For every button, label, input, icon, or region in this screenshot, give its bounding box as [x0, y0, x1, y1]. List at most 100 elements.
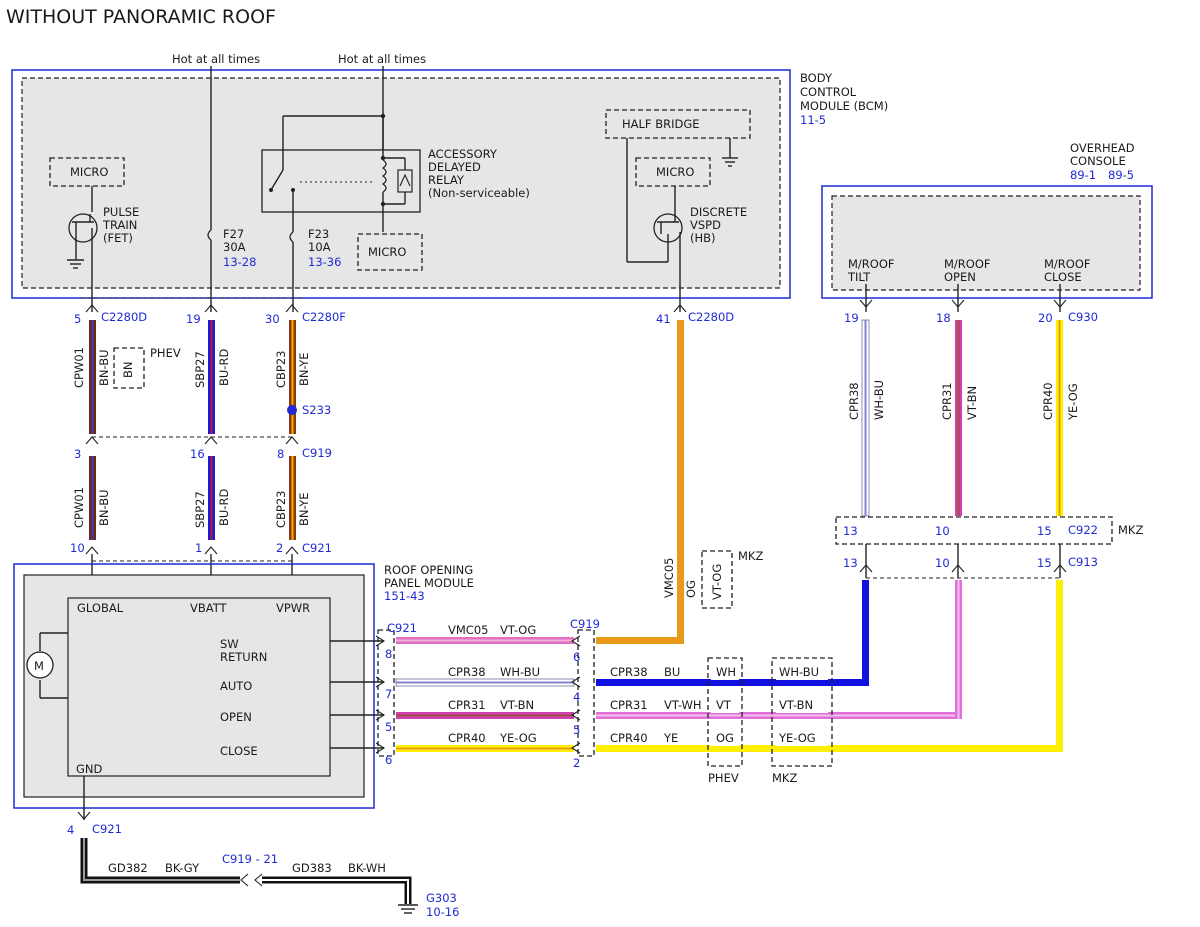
relay-label-1: ACCESSORY [428, 147, 498, 161]
motor-icon [26, 632, 68, 699]
harness-right-pin-4: 4 [573, 690, 580, 704]
relay-label-4: (Non-serviceable) [428, 186, 530, 200]
c913-conn[interactable]: C913 [1068, 555, 1098, 569]
fuse-f27-name: F27 [223, 227, 244, 241]
wire-cpr40-harness [396, 745, 574, 752]
c913-pin-10: 10 [935, 556, 950, 570]
gd382-circuit: GD382 [108, 861, 148, 875]
fuse-f23-name: F23 [308, 227, 329, 241]
harness-row2-circuit: CPR38 [448, 665, 486, 679]
wire-gd382 [80, 838, 240, 884]
harness-right-pin-2: 2 [573, 756, 580, 770]
right-wire1-color: WH-BU [872, 380, 886, 420]
wire-sbp27-seg1 [208, 320, 215, 434]
ground-inline-conn[interactable]: C919 - 21 [222, 852, 278, 866]
c921-pin-1: 1 [195, 541, 202, 555]
wire-cbp23-color: BN-YE [297, 352, 311, 386]
fuse-f27-ref[interactable]: 13-28 [223, 255, 256, 269]
wire-cpr38-harness [395, 678, 575, 687]
overhead-ref1[interactable]: 89-1 [1070, 168, 1096, 182]
overhead-name-1: OVERHEAD [1070, 141, 1135, 155]
wire-cbp23-seg2 [289, 456, 296, 540]
wire-cbp23-seg1 [289, 320, 296, 434]
harness-right-pin-5: 5 [573, 723, 580, 737]
c919-harness-connector [577, 629, 595, 757]
micro-left-label: MICRO [70, 165, 108, 179]
harness-row3-circuit: CPR31 [448, 698, 486, 712]
right-row2-circuit: CPR31 [610, 698, 648, 712]
ropm-out-close: CLOSE [220, 744, 258, 758]
wire-cbp23-color-2: BN-YE [297, 492, 311, 526]
c921-pin-2: 2 [276, 541, 283, 555]
ground-g303[interactable]: G303 [426, 891, 457, 905]
wire-cpw01-color: BN-BU [97, 349, 111, 386]
ground-pin: 4 [67, 823, 74, 837]
harness-right-conn[interactable]: C919 [570, 617, 600, 631]
wire-vmc05-orange [596, 320, 684, 644]
wire-sbp27-color: BU-RD [217, 349, 231, 386]
overhead-conn-pin-18: 18 [936, 311, 951, 325]
phev-bn-box [113, 347, 145, 389]
wire-sbp27-circuit: SBP27 [193, 351, 207, 388]
wire-gd383 [262, 876, 412, 904]
wire-cpw01-circuit-2: CPW01 [72, 487, 86, 528]
phev-row2: VT [716, 698, 732, 712]
ropm-out-sw: SW [220, 637, 239, 651]
bcm-conn-c2280f[interactable]: C2280F [302, 310, 346, 324]
phev-row1: WH [716, 665, 736, 679]
bcm-pin-30: 30 [265, 312, 280, 326]
overhead-ref2[interactable]: 89-5 [1108, 168, 1134, 182]
right-row3-color: YE [663, 731, 678, 745]
ropm-out-auto: AUTO [220, 679, 252, 693]
wire-cpr40-right [596, 580, 1063, 752]
fuse-f23-ref[interactable]: 13-36 [308, 255, 341, 269]
vmc05-mkz-label: MKZ [738, 549, 763, 563]
harness-left-conn[interactable]: C921 [387, 621, 417, 635]
bcm-name-3: MODULE (BCM) [800, 99, 888, 113]
overhead-pin-open-1: M/ROOF [944, 257, 991, 271]
vmc05-color: OG [684, 580, 698, 598]
right-wire3-color: YE-OG [1066, 383, 1080, 421]
wire-cbp23-circuit-2: CBP23 [274, 491, 288, 529]
c921-conn-label[interactable]: C921 [302, 541, 332, 555]
discrete-1: DISCRETE [690, 205, 747, 219]
splice-s233-label[interactable]: S233 [302, 403, 331, 417]
bcm-conn-c2280d[interactable]: C2280D [101, 310, 147, 324]
overhead-pin-open-2: OPEN [944, 270, 976, 284]
phev-label: PHEV [708, 771, 739, 785]
bcm-ref[interactable]: 11-5 [800, 113, 826, 127]
ground-ref[interactable]: 10-16 [426, 905, 459, 919]
ground-conn[interactable]: C921 [92, 822, 122, 836]
mkz-label: MKZ [772, 771, 797, 785]
c919-conn-label[interactable]: C919 [302, 446, 332, 460]
c913-pin-15: 15 [1037, 556, 1052, 570]
harness-left-pin-5: 5 [385, 720, 392, 734]
discrete-3: (HB) [690, 231, 716, 245]
harness-left-pin-6: 6 [385, 753, 392, 767]
overhead-pin-tilt-1: M/ROOF [848, 257, 895, 271]
c922-conn[interactable]: C922 [1068, 523, 1098, 537]
bcm-name-1: BODY [800, 71, 833, 85]
pulse-train-1: PULSE [103, 205, 139, 219]
accessory-relay [261, 113, 421, 232]
right-row1-color: BU [664, 665, 680, 679]
micro-right-label: MICRO [656, 165, 694, 179]
overhead-conn-c930[interactable]: C930 [1068, 310, 1098, 324]
ropm-out-open: OPEN [220, 710, 252, 724]
phev-row3: OG [716, 731, 734, 745]
harness-row1-circuit: VMC05 [448, 623, 488, 637]
c919-pin-16: 16 [190, 447, 205, 461]
right-wire2-color: VT-BN [965, 386, 979, 420]
gd382-color: BK-GY [165, 861, 200, 875]
gd383-color: BK-WH [348, 861, 386, 875]
ropm-name-1: ROOF OPENING [384, 563, 473, 577]
c922-pin-13: 13 [843, 524, 858, 538]
half-bridge-box [605, 109, 751, 139]
c921-pin-10: 10 [70, 541, 85, 555]
hot-label-2: Hot at all times [338, 52, 426, 66]
gd383-circuit: GD383 [292, 861, 332, 875]
ropm-ref[interactable]: 151-43 [384, 589, 425, 603]
splice-s233-icon [287, 405, 297, 415]
bcm-conn-c2280d-2[interactable]: C2280D [688, 310, 734, 324]
